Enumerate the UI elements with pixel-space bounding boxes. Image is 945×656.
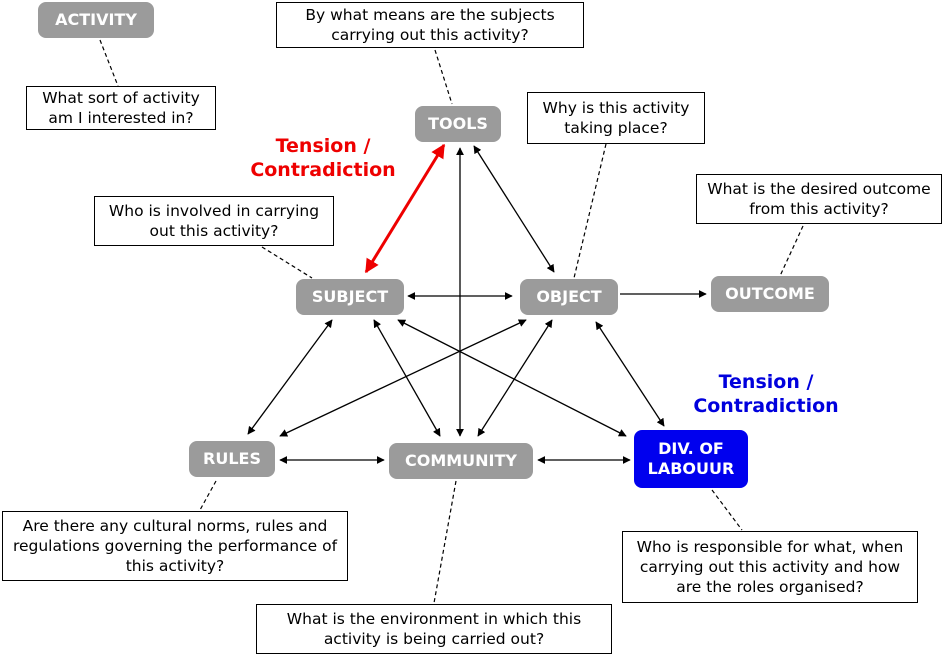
node-activity: ACTIVITY — [38, 2, 154, 38]
leader-object — [573, 143, 607, 279]
tension-arrow-subject-tools — [364, 143, 446, 274]
node-tools: TOOLS — [415, 106, 501, 142]
arrow-subject-division — [397, 319, 627, 437]
question-outcome: What is the desired outcome from this ac… — [696, 174, 942, 224]
question-subject: Who is involved in carrying out this act… — [94, 196, 334, 246]
leader-division — [711, 489, 743, 531]
arrow-object-community — [477, 319, 553, 437]
node-outcome: OUTCOME — [711, 276, 829, 312]
leader-subject — [261, 246, 313, 279]
node-community: COMMUNITY — [389, 443, 533, 479]
arrow-subject-community — [373, 319, 441, 437]
question-tools: By what means are the subjects carrying … — [276, 2, 584, 48]
arrow-object-division — [595, 321, 665, 427]
tension-label-subject-tools: Tension / Contradiction — [250, 135, 396, 181]
tension-label-division-of-labour: Tension / Contradiction — [693, 371, 839, 417]
question-community: What is the environment in which this ac… — [256, 604, 612, 654]
node-division-of-labour: DIV. OF LABOUUR — [634, 430, 748, 488]
question-rules: Are there any cultural norms, rules and … — [2, 511, 348, 581]
node-object: OBJECT — [520, 279, 618, 315]
leader-outcome — [779, 225, 804, 277]
leader-tools — [434, 49, 453, 105]
question-activity: What sort of activity am I interested in… — [26, 86, 216, 130]
node-subject: SUBJECT — [296, 279, 404, 315]
node-rules: RULES — [189, 441, 275, 477]
leader-community — [433, 480, 457, 604]
leader-rules — [199, 480, 217, 511]
leader-activity — [99, 39, 119, 87]
arrow-tools-object — [473, 145, 555, 273]
question-object: Why is this activity taking place? — [527, 92, 705, 144]
question-division-of-labour: Who is responsible for what, when carryi… — [622, 531, 918, 603]
